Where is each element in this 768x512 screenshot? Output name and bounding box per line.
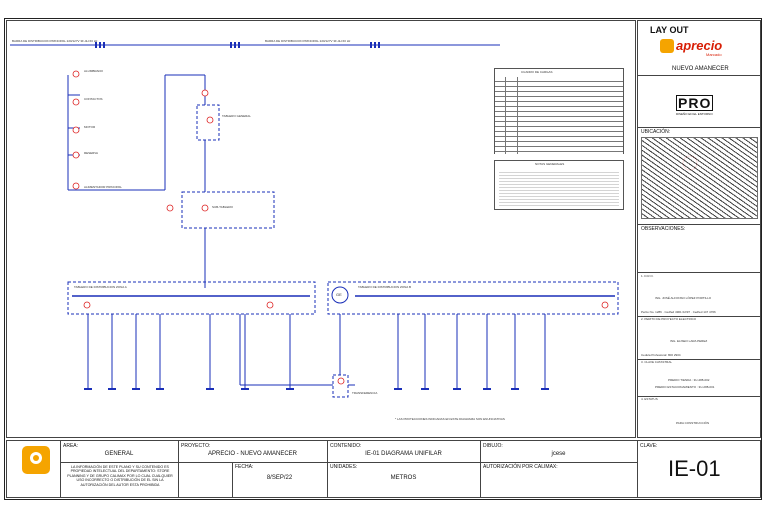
store-name: NUEVO AMANECER (672, 66, 729, 72)
top-bus-note-right: BARRA DE DISTRIBUCION PRINCIPAL 220/127V… (265, 39, 351, 43)
auth-label: AUTORIZACIÓN POR CALIMAX: (483, 464, 558, 470)
date-label: FECHA: (235, 464, 254, 470)
circuit-label-4: RESERVA (84, 151, 99, 155)
layout-title: LAY OUT (650, 25, 689, 35)
main-feeder-label: ALIMENTADOR PRINCIPAL (84, 185, 122, 189)
date-value: 8/SEP/22 (266, 475, 293, 481)
pro-sub: DISEÑO EN EL ENTORNO (676, 112, 713, 116)
status-label: 4. ESTATUS (641, 397, 658, 401)
generator-label: GE (336, 292, 342, 297)
status-value: PARA CONSTRUCCIÓN (676, 421, 710, 425)
transfer-label: TRANSFERENCIA (352, 391, 378, 395)
perito-license: Cedula Profesional: 800 2904 (641, 353, 681, 357)
catastral-label: 3. CLAVE CATASTRAL (641, 360, 673, 364)
units-value: METROS (390, 475, 417, 481)
perito-label: 2. PERITO DE PROYECTO ELECTRICO (641, 317, 697, 321)
left-bus-note: TABLERO DE DISTRIBUCION ZONA A (74, 285, 127, 289)
loads-table: CUADRO DE CARGAS (494, 68, 624, 154)
observations-label: OBSERVACIONES: (641, 226, 686, 232)
perito-name: ING. ELISEO LARA PEREZ (670, 339, 708, 343)
pro-logo: PRO DISEÑO EN EL ENTORNO (676, 95, 716, 117)
calimax-logo (22, 446, 50, 474)
title-block (6, 440, 761, 498)
pro-logo-text: PRO (676, 95, 714, 111)
side-panel (637, 20, 761, 438)
circuit-label-3: MOTOR (84, 125, 96, 129)
aprecio-logo: aprecio Marcado (660, 36, 730, 58)
drawn-label: DIBUJO: (483, 443, 503, 449)
dro-license: Perito No. 1286 · Cedfed 4901 02/97 · Ce… (641, 310, 716, 314)
location-map (641, 137, 758, 219)
catastral-line2: PREDIO ESTACIONAMIENTO : 3U-288-001 (655, 385, 715, 389)
area-label: AREA: (63, 443, 79, 449)
drawn-value: jcese (551, 451, 566, 457)
key-label: CLAVE: (640, 443, 658, 449)
area-value: GENERAL (104, 451, 134, 457)
bottom-note: * LAS PROTECCIONES INDICADAS EN ESTE DIA… (395, 417, 505, 421)
circuit-label-2: CONTACTOS (84, 97, 103, 101)
catastral-line1: PREDIO TIENDA : 3U-288-002 (668, 378, 710, 382)
dro-name: ING. JOSÉ ALFONSO LÓPEZ PORTILLO (655, 296, 712, 300)
units-label: UNIDADES: (330, 464, 358, 470)
right-bus-note: TABLERO DE DISTRIBUCION ZONA B (358, 285, 411, 289)
project-label: PROYECTO: (181, 443, 211, 449)
content-value: IE-01 DIAGRAMA UNIFILAR (365, 451, 442, 457)
notes-title: NOTAS GENERALES (535, 162, 565, 166)
brand-icon (660, 39, 674, 53)
loads-table-title: CUADRO DE CARGAS (521, 70, 553, 74)
brand-name: aprecio (676, 38, 723, 53)
notes-box: NOTAS GENERALES (494, 160, 624, 210)
project-value: APRECIO - NUEVO AMANECER (207, 451, 297, 457)
top-bus-note-left: BARRA DE DISTRIBUCION PRINCIPAL 220/127V… (12, 39, 98, 43)
drawing-frame (6, 20, 636, 438)
key-value: IE-01 (668, 456, 721, 481)
disclaimer: LA INFORMACIÓN DE ESTE PLANO Y SU CONTEN… (67, 465, 173, 487)
sub-panel-label: SUB-TABLERO (212, 205, 233, 209)
location-label: UBICACIÓN: (641, 129, 671, 135)
content-label: CONTENIDO: (330, 443, 362, 449)
mid-panel-label: TABLERO GENERAL (222, 114, 251, 118)
dro-label: 1. D.R.O. (641, 274, 654, 278)
brand-sub: Marcado (706, 52, 722, 57)
sheet-border (4, 18, 762, 500)
circuit-label-1: ALUMBRADO (84, 69, 104, 73)
